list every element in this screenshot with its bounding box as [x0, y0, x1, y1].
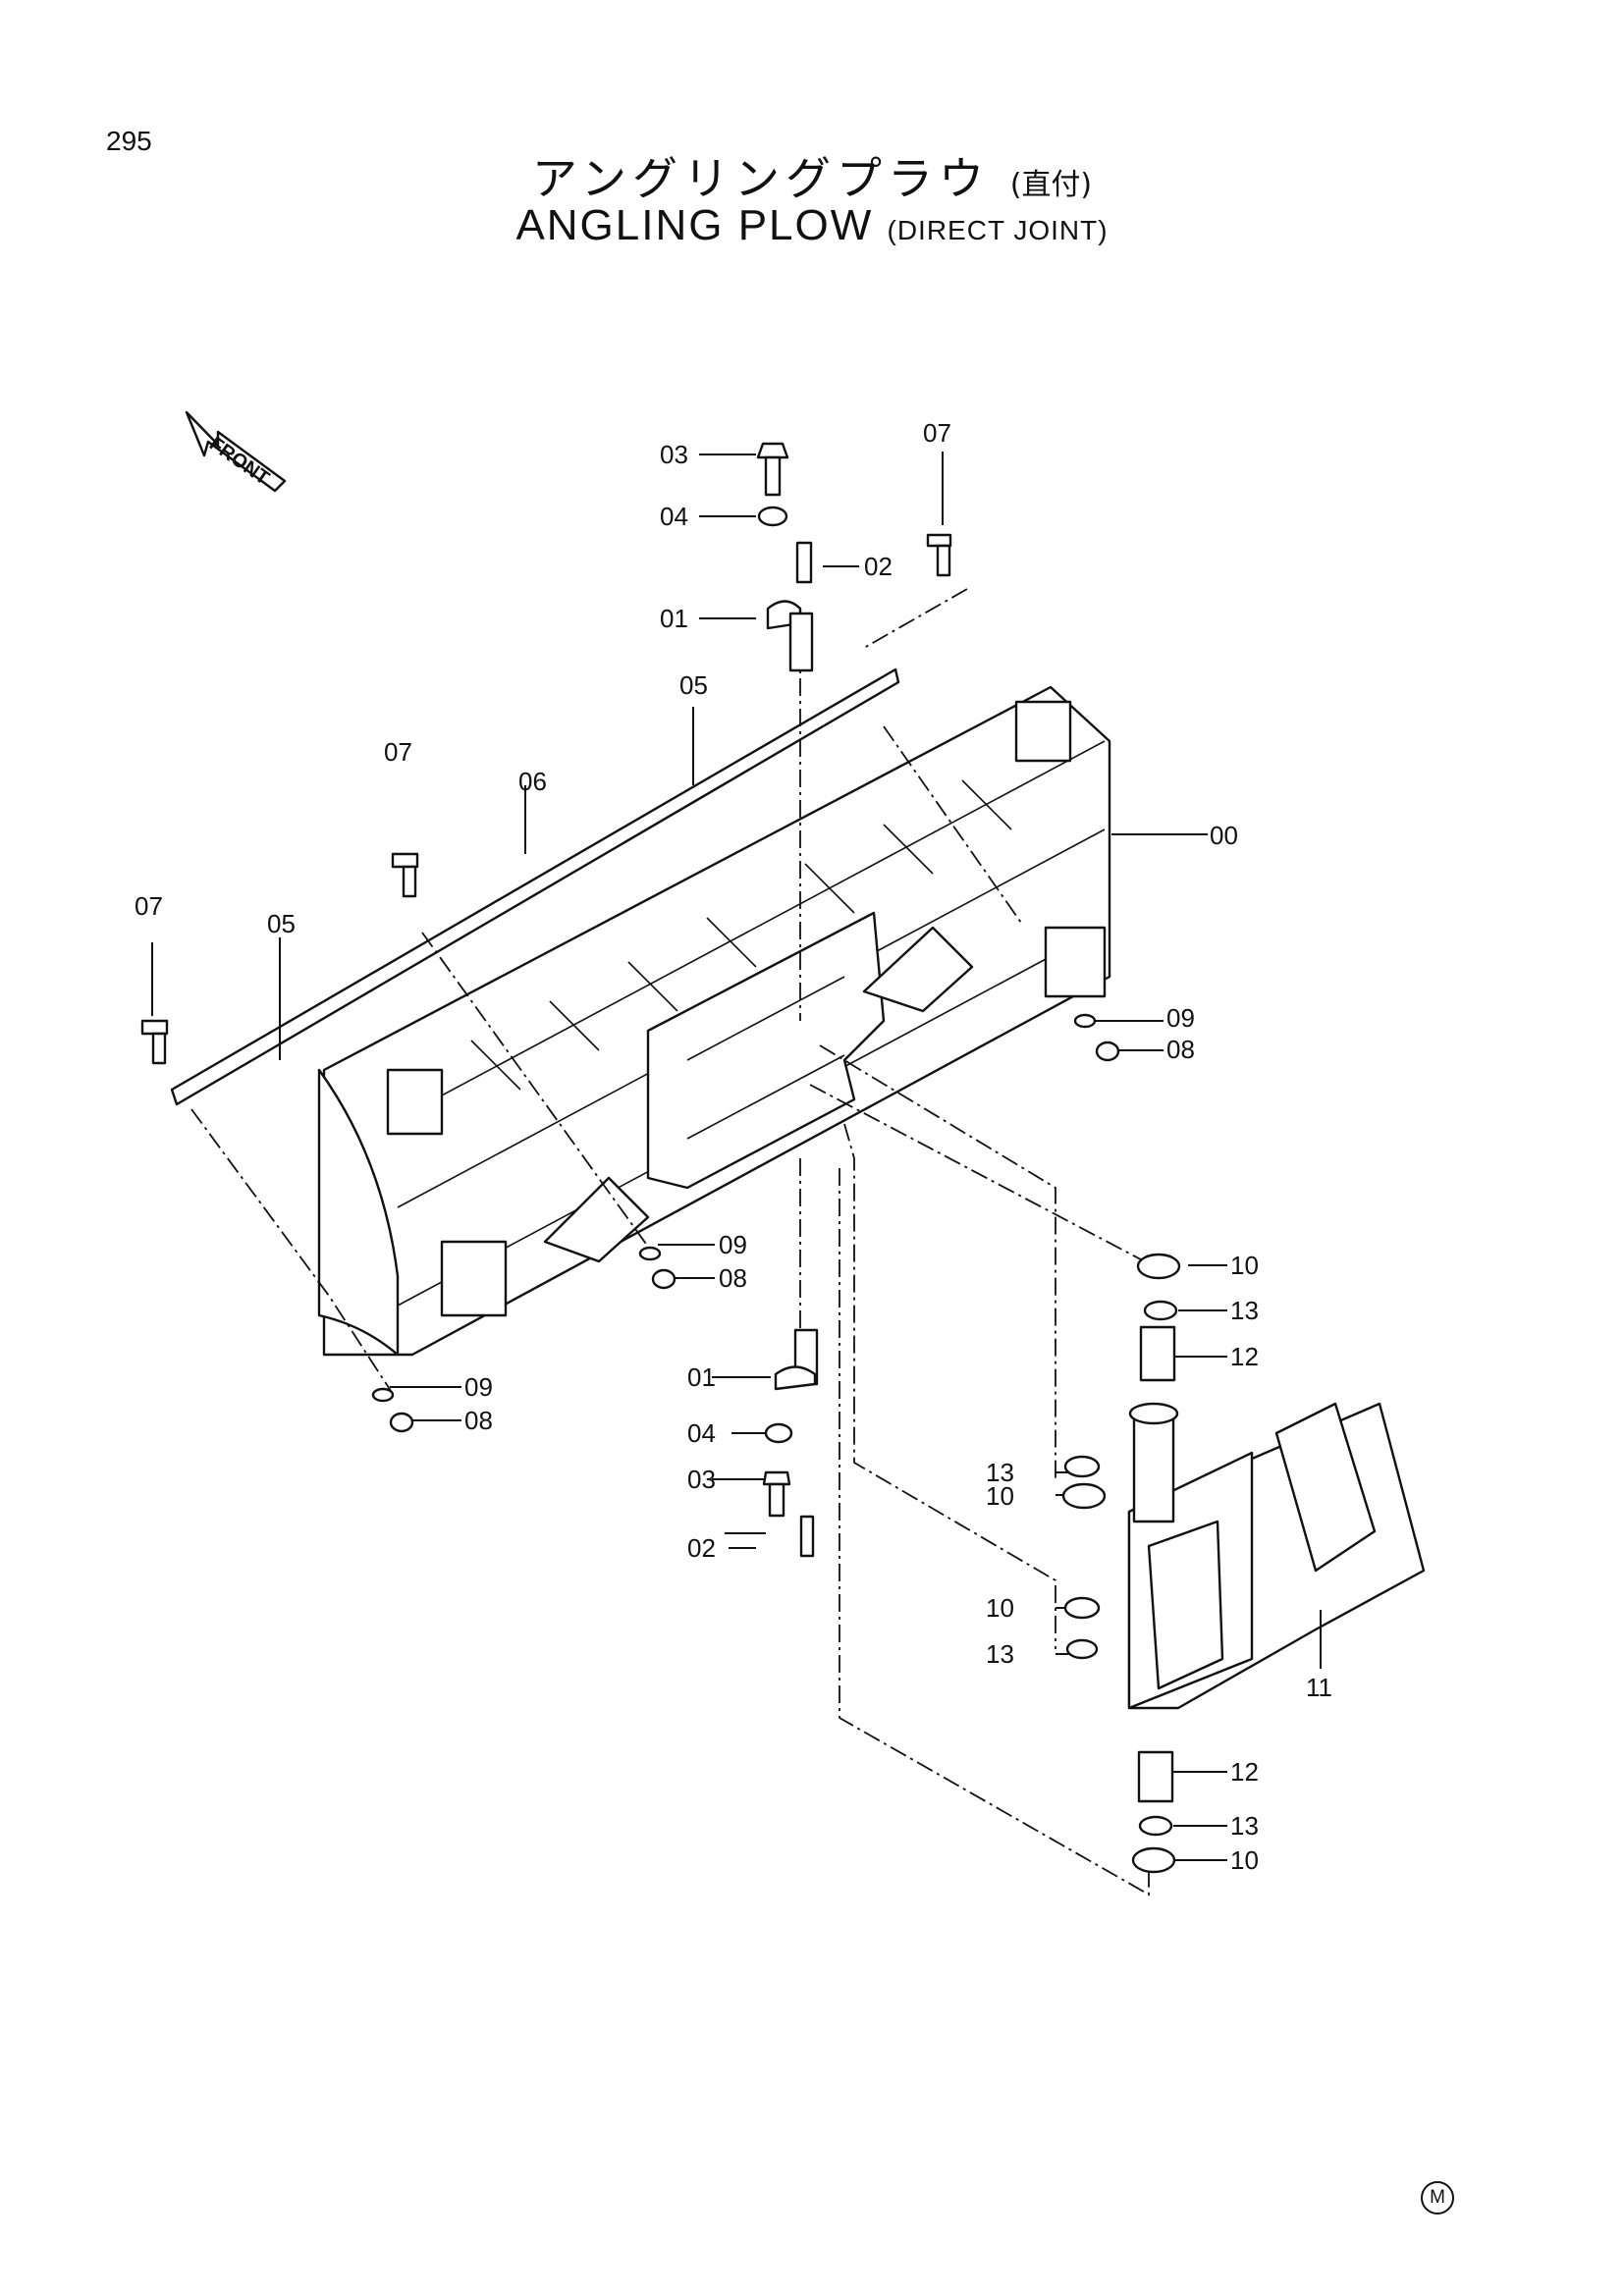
callout-10-left-upper: 10: [986, 1481, 1014, 1511]
callout-10-upper-right: 10: [1230, 1251, 1259, 1280]
title-english-text: ANGLING PLOW: [515, 201, 874, 249]
callout-03-top: 03: [660, 440, 688, 469]
callout-02-bottom: 02: [687, 1533, 716, 1563]
front-arrow-icon: FRONT: [185, 410, 287, 493]
callout-09-right: 09: [1166, 1003, 1195, 1033]
callout-07-left: 07: [135, 891, 163, 921]
callout-01-top: 01: [660, 604, 688, 633]
title-english-sub: (DIRECT JOINT): [887, 215, 1109, 245]
title-english: ANGLING PLOW (DIRECT JOINT): [0, 201, 1624, 250]
frame-part-11: [1127, 1402, 1426, 1710]
callout-10-left-lower: 10: [986, 1593, 1014, 1623]
callout-labels: 00 03 04 02 01 05 06 07 07 07 05 09 08 0…: [135, 418, 1332, 1875]
callout-09-middle: 09: [719, 1230, 747, 1259]
front-arrow-label: FRONT: [205, 433, 273, 490]
callout-02-top: 02: [864, 552, 893, 581]
callout-08-right: 08: [1166, 1035, 1195, 1064]
callout-00: 00: [1210, 821, 1238, 850]
callout-08-middle: 08: [719, 1263, 747, 1293]
callout-03-bottom: 03: [687, 1465, 716, 1494]
marker-m-icon: M: [1421, 2181, 1454, 2215]
callout-05-upper: 05: [679, 670, 708, 700]
callout-07-top-right: 07: [923, 418, 951, 448]
callout-13-upper-right: 13: [1230, 1296, 1259, 1325]
callout-11: 11: [1306, 1673, 1332, 1702]
page-number: 295: [106, 126, 152, 156]
callout-13-left-upper: 13: [986, 1458, 1014, 1487]
callout-04-bottom: 04: [687, 1418, 716, 1448]
callout-08-left: 08: [464, 1406, 493, 1435]
hardware-parts: [140, 442, 1181, 1874]
callout-13-lower-right: 13: [1230, 1811, 1259, 1841]
callout-13-left-lower: 13: [986, 1639, 1014, 1669]
assembly-lines: [190, 588, 1155, 1896]
title-japanese-text: アングリングプラウ: [531, 152, 991, 205]
callout-10-lower-right: 10: [1230, 1845, 1259, 1875]
callout-06: 06: [518, 767, 547, 796]
callout-05-lower: 05: [267, 909, 296, 938]
blade-assembly: [170, 667, 1111, 1357]
title-japanese: アングリングプラウ (直付): [0, 143, 1624, 208]
leader-lines: [151, 452, 1322, 1861]
callout-12-upper: 12: [1230, 1342, 1259, 1371]
callout-09-left: 09: [464, 1372, 493, 1402]
callout-01-bottom: 01: [687, 1362, 716, 1392]
callout-07-left-mid: 07: [384, 737, 412, 767]
title-japanese-sub: (直付): [1009, 168, 1093, 202]
callout-12-lower: 12: [1230, 1757, 1259, 1787]
callout-04-top: 04: [660, 502, 688, 531]
